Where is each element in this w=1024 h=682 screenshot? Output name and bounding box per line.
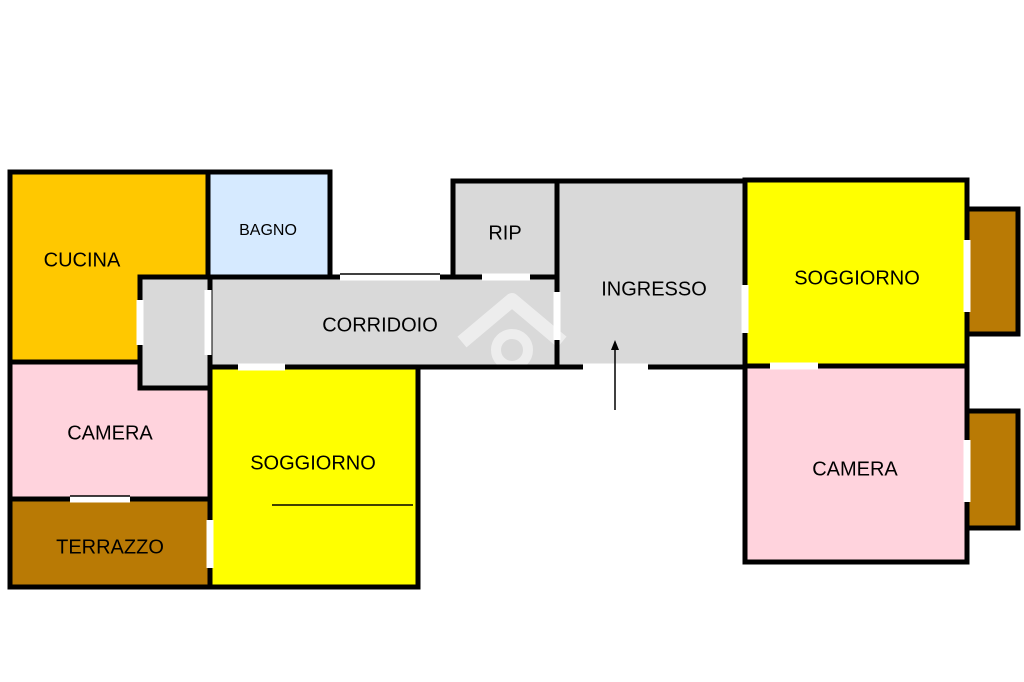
room-terrazzo-left	[10, 499, 208, 587]
label-ingresso: INGRESSO	[601, 278, 707, 300]
label-bagno: BAGNO	[239, 222, 297, 239]
room-balcone-bottom	[967, 411, 1018, 528]
label-rip: RIP	[488, 222, 521, 244]
room-bagno	[208, 172, 328, 277]
label-camera-right: CAMERA	[812, 458, 898, 480]
window-lines	[9, 196, 440, 506]
up-arrow-icon	[611, 340, 619, 410]
room-camera-right	[745, 366, 967, 562]
label-soggiorno-right: SOGGIORNO	[794, 267, 920, 289]
label-cucina: CUCINA	[44, 249, 121, 271]
label-camera-left: CAMERA	[67, 422, 153, 444]
openings	[70, 240, 971, 568]
label-terrazzo-left: TERRAZZO	[56, 536, 164, 558]
label-soggiorno-mid: SOGGIORNO	[250, 452, 376, 474]
room-soggiorno-mid	[210, 366, 418, 586]
room-balcone-top	[967, 209, 1018, 334]
label-corridoio: CORRIDOIO	[322, 314, 438, 336]
room-rip	[453, 181, 557, 277]
room-ingresso	[557, 181, 745, 367]
room-corridoio	[140, 277, 557, 388]
room-soggiorno-right	[745, 180, 967, 366]
